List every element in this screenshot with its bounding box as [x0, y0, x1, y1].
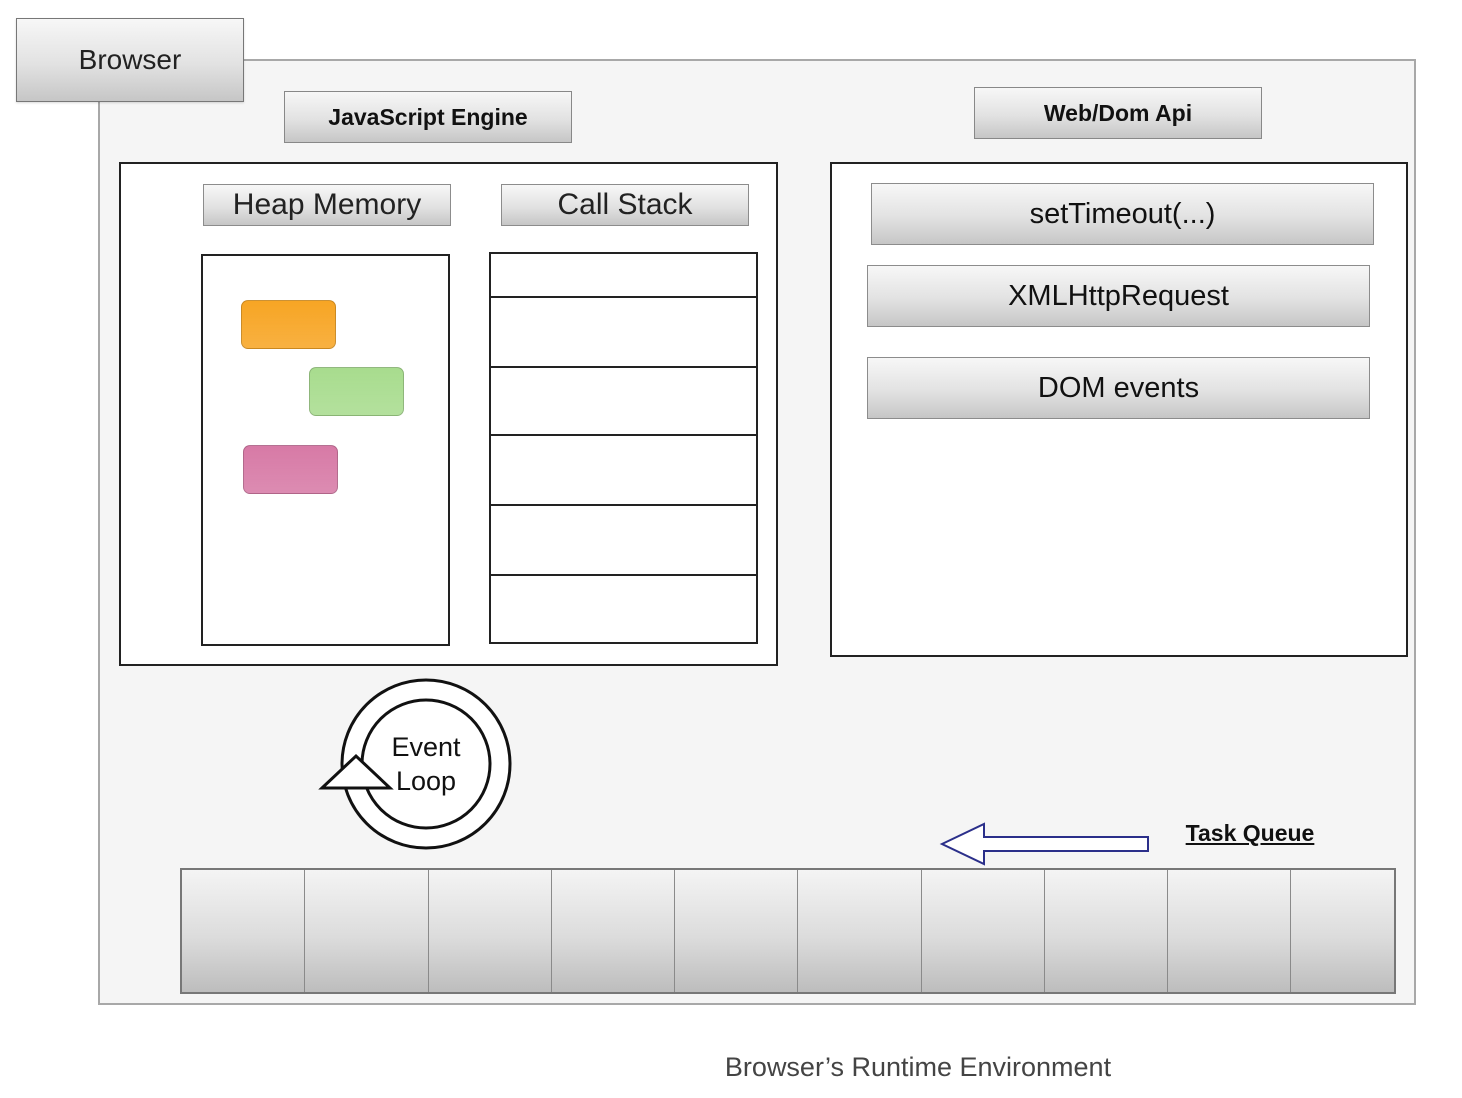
call-stack-box — [489, 252, 758, 644]
task-queue-cell — [921, 870, 1045, 992]
heap-memory-label: Heap Memory — [203, 184, 451, 226]
event-loop-label-line2: Loop — [395, 766, 457, 796]
task-queue-cell — [182, 870, 306, 992]
task-queue — [180, 868, 1396, 994]
task-queue-cell — [1291, 870, 1394, 992]
heap-object — [243, 445, 338, 494]
task-queue-cell — [428, 870, 552, 992]
heap-object — [309, 367, 404, 416]
heap-memory-box — [201, 254, 450, 646]
task-queue-cell — [675, 870, 799, 992]
web-dom-api-label: Web/Dom Api — [974, 87, 1262, 139]
browser-label: Browser — [16, 18, 244, 102]
api-item-xmlhttprequest: XMLHttpRequest — [867, 265, 1370, 327]
call-stack-slot — [491, 366, 756, 436]
task-queue-cell — [798, 870, 922, 992]
event-loop-label: Event Loop — [366, 730, 486, 798]
javascript-engine-label: JavaScript Engine — [284, 91, 572, 143]
call-stack-slot — [491, 574, 756, 642]
call-stack-slot — [491, 504, 756, 576]
task-queue-label: Task Queue — [1185, 820, 1315, 846]
diagram-caption: Browser’s Runtime Environment — [724, 1052, 1112, 1082]
task-queue-cell — [305, 870, 429, 992]
left-arrow-icon — [939, 822, 1149, 866]
api-item-dom-events: DOM events — [867, 357, 1370, 419]
call-stack-slot — [491, 296, 756, 368]
task-queue-cell — [551, 870, 675, 992]
event-loop-label-line1: Event — [391, 732, 461, 762]
task-queue-cell — [1044, 870, 1168, 992]
call-stack-label: Call Stack — [501, 184, 749, 226]
call-stack-slot — [491, 434, 756, 506]
task-queue-cell — [1168, 870, 1292, 992]
event-loop-icon — [318, 678, 512, 850]
call-stack-slot — [491, 254, 756, 298]
heap-object — [241, 300, 336, 349]
api-item-settimeout: setTimeout(...) — [871, 183, 1374, 245]
